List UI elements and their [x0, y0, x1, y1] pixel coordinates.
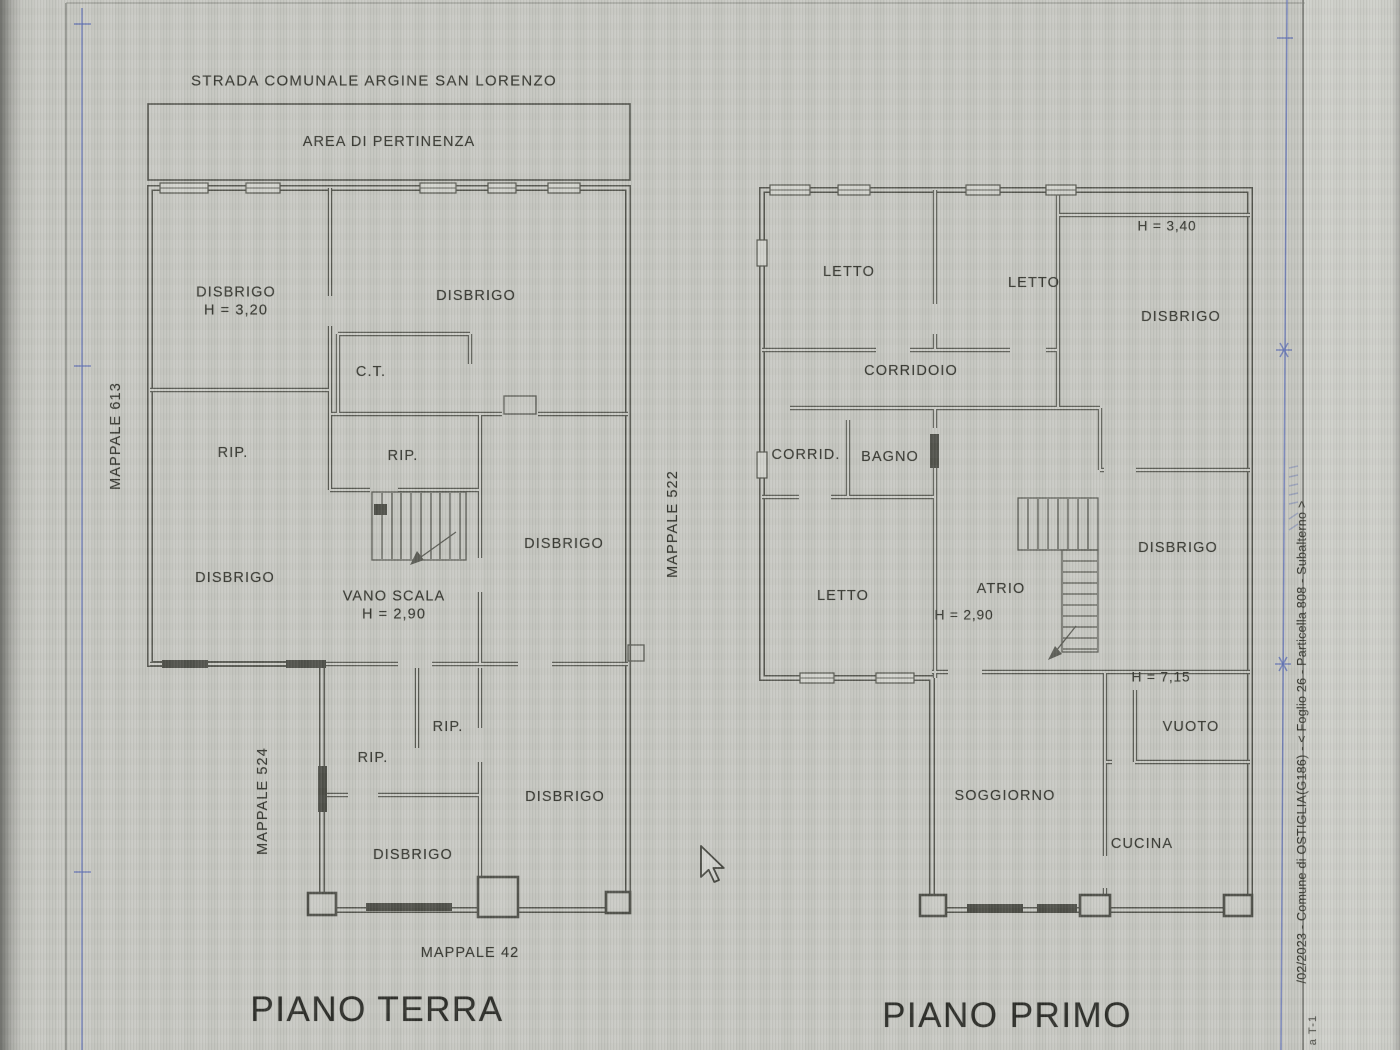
- room-label-disbrigo-ne-r: DISBRIGO: [1141, 309, 1221, 325]
- room-label-ct: C.T.: [355, 364, 387, 380]
- room-label-disbrigo-ne: DISBRIGO: [436, 288, 516, 304]
- room-label-disbrigo-w: DISBRIGO: [195, 570, 275, 586]
- mappale-42-label: MAPPALE 42: [420, 945, 520, 961]
- cursor-arrow-icon: [700, 845, 725, 883]
- room-label-letto-nw: LETTO: [823, 264, 875, 280]
- room-label-disbrigo-e: DISBRIGO: [524, 536, 604, 552]
- height-label-715: H = 7,15: [1131, 669, 1191, 685]
- mappale-613-label: MAPPALE 613: [108, 382, 124, 490]
- room-label-rip-s-upper: RIP.: [432, 719, 464, 735]
- room-label-letto-w: LETTO: [817, 588, 869, 604]
- room-label-rip-c: RIP.: [387, 448, 419, 464]
- room-label-atrio: ATRIO: [976, 581, 1026, 597]
- room-label-bagno: BAGNO: [861, 449, 919, 465]
- room-label-disbrigo-nw: DISBRIGO H = 3,20: [196, 285, 276, 320]
- room-height: H = 2,90: [361, 606, 427, 622]
- area-pertinenza-label: AREA DI PERTINENZA: [302, 134, 476, 150]
- registration-star-icon: [1276, 342, 1292, 358]
- room-label-vuoto: VUOTO: [1162, 719, 1220, 735]
- room-label-corrid: CORRID.: [771, 447, 841, 463]
- room-label-soggiorno: SOGGIORNO: [954, 788, 1056, 804]
- room-label-rip-s-lower: RIP.: [357, 750, 389, 766]
- room-label-letto-n: LETTO: [1008, 275, 1060, 291]
- page-frame-marks: [65, 0, 1305, 1050]
- room-label-cucina: CUCINA: [1110, 836, 1174, 852]
- ground-floor-stairs: [371, 491, 467, 565]
- margin-note: /02/2023 - Comune di OSTIGLIA(G186) - < …: [1295, 500, 1309, 984]
- height-label-340: H = 3,40: [1137, 218, 1197, 234]
- room-name: VANO SCALA: [342, 588, 446, 605]
- first-floor-windows: [756, 184, 1077, 684]
- height-label-atrio: H = 2,90: [934, 607, 994, 623]
- first-floor-stairs: [1017, 497, 1099, 660]
- margin-note-secondary: a T-1: [1307, 1014, 1319, 1046]
- street-label: STRADA COMUNALE ARGINE SAN LORENZO: [191, 72, 557, 90]
- room-name: DISBRIGO: [196, 284, 276, 301]
- room-label-disbrigo-s: DISBRIGO: [373, 847, 453, 863]
- room-label-disbrigo-se: DISBRIGO: [525, 789, 605, 805]
- mappale-524-label: MAPPALE 524: [255, 747, 271, 855]
- room-height: H = 3,20: [203, 302, 269, 318]
- ground-floor-title: PIANO TERRA: [250, 990, 504, 1029]
- room-label-vano-scala: VANO SCALA H = 2,90: [343, 589, 446, 624]
- room-label-disbrigo-e-r: DISBRIGO: [1138, 540, 1218, 556]
- first-floor-title: PIANO PRIMO: [882, 996, 1132, 1035]
- mappale-522-label: MAPPALE 522: [665, 470, 681, 578]
- room-label-corridoio: CORRIDOIO: [864, 363, 958, 379]
- room-label-rip-w: RIP.: [217, 445, 249, 461]
